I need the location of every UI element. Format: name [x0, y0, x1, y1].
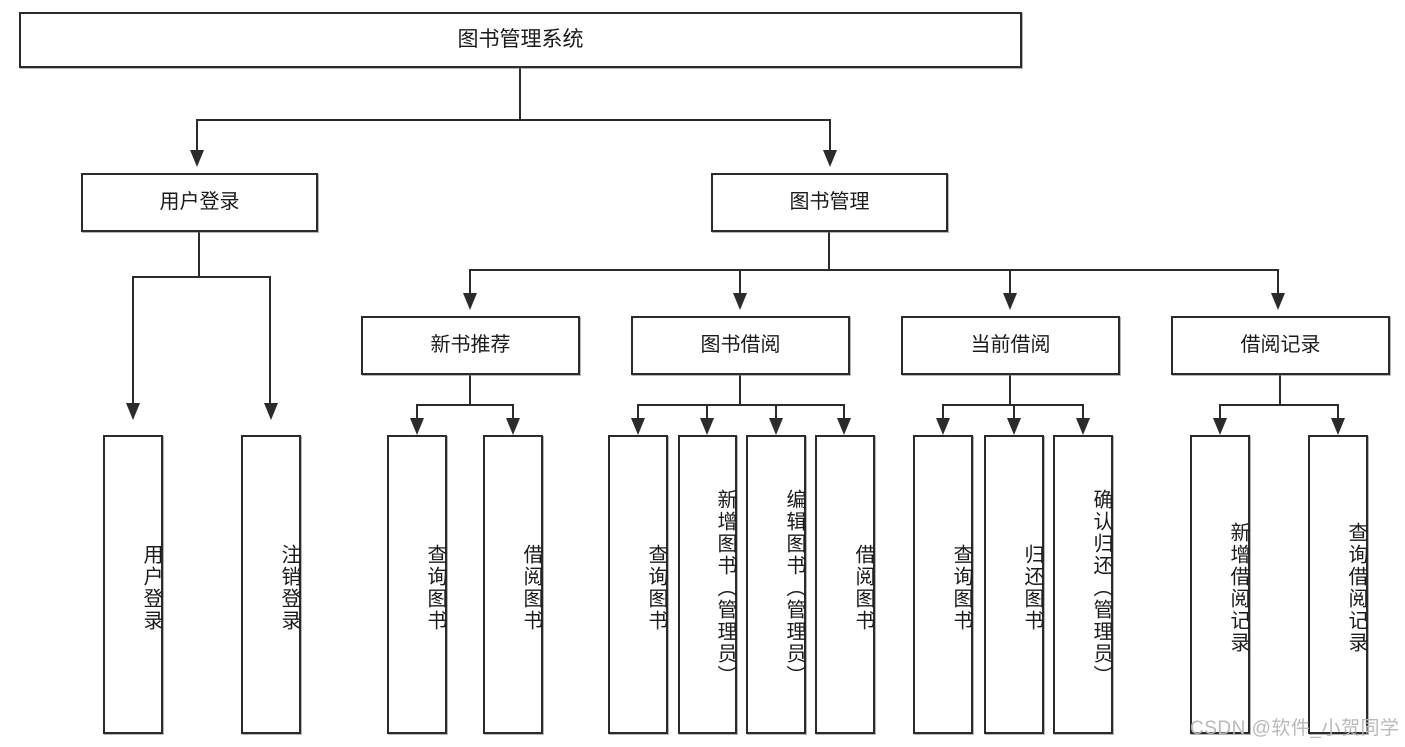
node-label: 借阅图书	[520, 543, 542, 632]
arrow-to-leaf-edit-book-admin	[769, 418, 783, 435]
edge-manage-drop-3	[1009, 269, 1011, 293]
edge-g4-drop-1	[1219, 404, 1221, 418]
edge-manage-drop-4	[1277, 269, 1279, 293]
edge-manage-drop-2	[739, 269, 741, 293]
arrow-to-borrow-record	[1271, 293, 1285, 310]
node-leaf-add-record[interactable]: 新增借阅记录	[1190, 435, 1250, 734]
node-label: 查询借阅记录	[1345, 521, 1367, 654]
node-leaf-user-login[interactable]: 用户登录	[103, 435, 163, 734]
edge-g1-bar	[416, 404, 514, 406]
edge-manage-bar	[469, 269, 1279, 271]
edge-g4-bar	[1219, 404, 1338, 406]
node-label: 新书推荐	[430, 334, 511, 356]
arrow-to-leaf-add-book-admin	[700, 418, 714, 435]
edge-root-bar	[196, 119, 831, 121]
node-leaf-confirm-return[interactable]: 确认归还（管理员）	[1053, 435, 1113, 734]
arrow-to-current-borrow	[1003, 293, 1017, 310]
node-leaf-query-book-2[interactable]: 查询图书	[608, 435, 668, 734]
node-book-borrow[interactable]: 图书借阅	[631, 316, 850, 375]
edge-g2-drop-2	[706, 404, 708, 418]
edge-g2-drop-3	[775, 404, 777, 418]
node-label: 新增图书（管理员）	[714, 488, 736, 687]
arrow-to-leaf-borrow-book-2	[837, 418, 851, 435]
arrow-to-leaf-return-book	[1007, 418, 1021, 435]
node-leaf-logout-login[interactable]: 注销登录	[241, 435, 301, 734]
edge-g1-drop-1	[416, 404, 418, 418]
edge-g3-drop-2	[1013, 404, 1015, 418]
node-label: 注销登录	[278, 543, 300, 632]
edge-g2-stem	[739, 375, 741, 405]
node-leaf-edit-book-admin[interactable]: 编辑图书（管理员）	[746, 435, 806, 734]
node-label: 借阅记录	[1240, 334, 1321, 356]
edge-root-drop-left	[196, 119, 198, 150]
edge-user-drop-right	[269, 276, 271, 403]
arrow-to-new-book-recommend	[463, 293, 477, 310]
edge-g1-stem	[469, 375, 471, 405]
node-label: 图书管理系统	[457, 27, 584, 51]
node-label: 当前借阅	[970, 334, 1051, 356]
edge-g3-stem	[1009, 375, 1011, 405]
edge-root-stem	[519, 68, 521, 120]
arrow-to-leaf-query-book-1	[410, 418, 424, 435]
node-label: 图书管理	[789, 191, 870, 213]
node-leaf-query-book-1[interactable]: 查询图书	[387, 435, 447, 734]
arrow-to-leaf-query-record	[1331, 418, 1345, 435]
arrow-to-leaf-logout-login	[264, 403, 278, 420]
edge-manage-drop-1	[469, 269, 471, 293]
edge-user-drop-left	[132, 276, 134, 403]
edge-g2-drop-4	[843, 404, 845, 418]
node-leaf-query-book-3[interactable]: 查询图书	[913, 435, 973, 734]
node-label: 查询图书	[424, 543, 446, 632]
node-user-login[interactable]: 用户登录	[81, 173, 318, 232]
node-label: 查询图书	[950, 543, 972, 632]
node-label: 查询图书	[645, 543, 667, 632]
edge-g4-drop-2	[1337, 404, 1339, 418]
node-label: 新增借阅记录	[1227, 521, 1249, 654]
arrow-to-leaf-confirm-return	[1076, 418, 1090, 435]
node-label: 借阅图书	[852, 543, 874, 632]
node-root-book-management-system[interactable]: 图书管理系统	[19, 12, 1022, 68]
arrow-to-leaf-user-login	[126, 403, 140, 420]
node-book-manage[interactable]: 图书管理	[711, 173, 948, 232]
edge-manage-stem	[828, 232, 830, 270]
node-current-borrow[interactable]: 当前借阅	[901, 316, 1120, 375]
arrow-to-leaf-borrow-book-1	[506, 418, 520, 435]
arrow-to-leaf-query-book-3	[936, 418, 950, 435]
node-label: 用户登录	[140, 543, 162, 632]
arrow-to-book-manage	[823, 150, 837, 167]
arrow-to-book-borrow	[733, 293, 747, 310]
node-new-book-recommend[interactable]: 新书推荐	[361, 316, 580, 375]
edge-g4-stem	[1279, 375, 1281, 405]
edge-g3-drop-3	[1082, 404, 1084, 418]
edge-root-drop-right	[829, 119, 831, 150]
node-label: 确认归还（管理员）	[1090, 488, 1112, 687]
edge-g1-drop-2	[512, 404, 514, 418]
arrow-to-leaf-query-book-2	[631, 418, 645, 435]
node-leaf-return-book[interactable]: 归还图书	[984, 435, 1044, 734]
arrow-to-leaf-add-record	[1213, 418, 1227, 435]
node-borrow-record[interactable]: 借阅记录	[1171, 316, 1390, 375]
node-label: 编辑图书（管理员）	[783, 488, 805, 687]
node-leaf-add-book-admin[interactable]: 新增图书（管理员）	[678, 435, 737, 734]
node-leaf-borrow-book-1[interactable]: 借阅图书	[483, 435, 543, 734]
edge-user-bar	[132, 276, 270, 278]
edge-g3-drop-1	[942, 404, 944, 418]
edge-g2-drop-1	[637, 404, 639, 418]
edge-g2-bar	[637, 404, 845, 406]
node-label: 用户登录	[159, 191, 240, 213]
node-label: 图书借阅	[700, 334, 781, 356]
node-leaf-query-record[interactable]: 查询借阅记录	[1308, 435, 1368, 734]
node-leaf-borrow-book-2[interactable]: 借阅图书	[815, 435, 875, 734]
edge-user-stem	[198, 232, 200, 277]
node-label: 归还图书	[1021, 543, 1043, 632]
arrow-to-user-login	[190, 150, 204, 167]
